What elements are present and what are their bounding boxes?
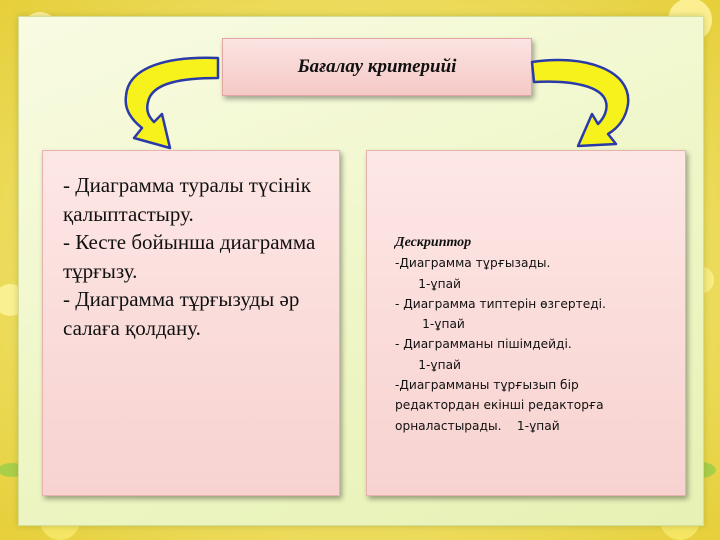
criteria-list: - Диаграмма туралы түсінік қалыптастыру.… <box>63 171 323 342</box>
descriptor-line: 1-ұпай <box>395 317 465 332</box>
descriptor-line: -Диаграмма тұрғызады. <box>395 256 551 271</box>
curved-arrow-left-icon <box>124 56 220 150</box>
criteria-item: - Диаграмма туралы түсінік қалыптастыру. <box>63 173 311 226</box>
descriptor-line: 1-ұпай <box>395 357 461 372</box>
descriptor-block: Дескриптор -Диаграмма тұрғызады. 1-ұпай … <box>395 233 675 436</box>
descriptor-line: - Диаграмма типтерін өзгертеді. <box>395 296 606 311</box>
curved-arrow-right-icon <box>530 58 630 148</box>
descriptor-line: редактордан екінші редакторға <box>395 398 604 413</box>
criteria-item: - Диаграмма тұрғызуды әр салаға қолдану. <box>63 287 300 340</box>
descriptor-card: Дескриптор -Диаграмма тұрғызады. 1-ұпай … <box>366 150 686 496</box>
descriptor-title: Дескриптор <box>395 235 472 250</box>
descriptor-line: 1-ұпай <box>395 276 461 291</box>
title-box: Бағалау критерийі <box>222 38 532 96</box>
descriptor-line: -Диаграмманы тұрғызып бір <box>395 378 579 393</box>
page-title: Бағалау критерийі <box>297 56 457 77</box>
criteria-card: - Диаграмма туралы түсінік қалыптастыру.… <box>42 150 340 496</box>
descriptor-line: орналастырады. 1-ұпай <box>395 418 560 433</box>
criteria-item: - Кесте бойынша диаграмма тұрғызу. <box>63 230 316 283</box>
descriptor-line: - Диаграмманы пішімдейді. <box>395 337 572 352</box>
